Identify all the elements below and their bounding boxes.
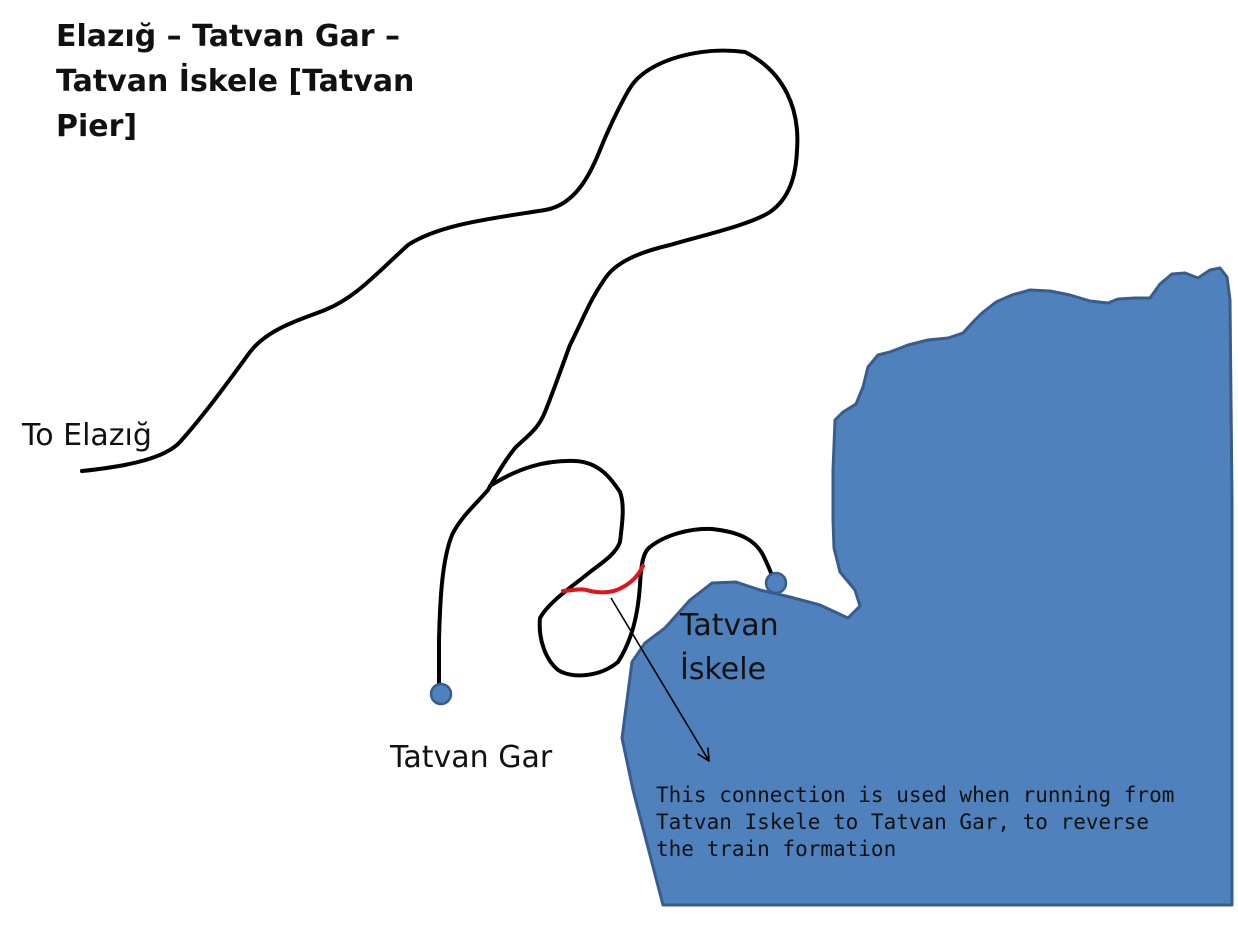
to-elazig-label: To Elazığ xyxy=(22,418,152,453)
reversing-connection-note: This connection is used when running fro… xyxy=(656,783,1175,861)
tatvan-gar-station-marker xyxy=(429,682,453,706)
main-line-track xyxy=(80,48,800,694)
diagram-title: Elazığ – Tatvan Gar – Tatvan İskele [Tat… xyxy=(56,19,415,144)
reversing-connection xyxy=(561,564,645,595)
tatvan-iskele-label: Tatvan İskele xyxy=(680,608,779,687)
tatvan-gar-label: Tatvan Gar xyxy=(390,740,553,775)
pier-loop-track xyxy=(488,458,777,678)
annotation-arrow xyxy=(610,597,709,761)
lake-van-water xyxy=(620,266,1234,907)
tatvan-iskele-station-marker xyxy=(764,571,788,595)
